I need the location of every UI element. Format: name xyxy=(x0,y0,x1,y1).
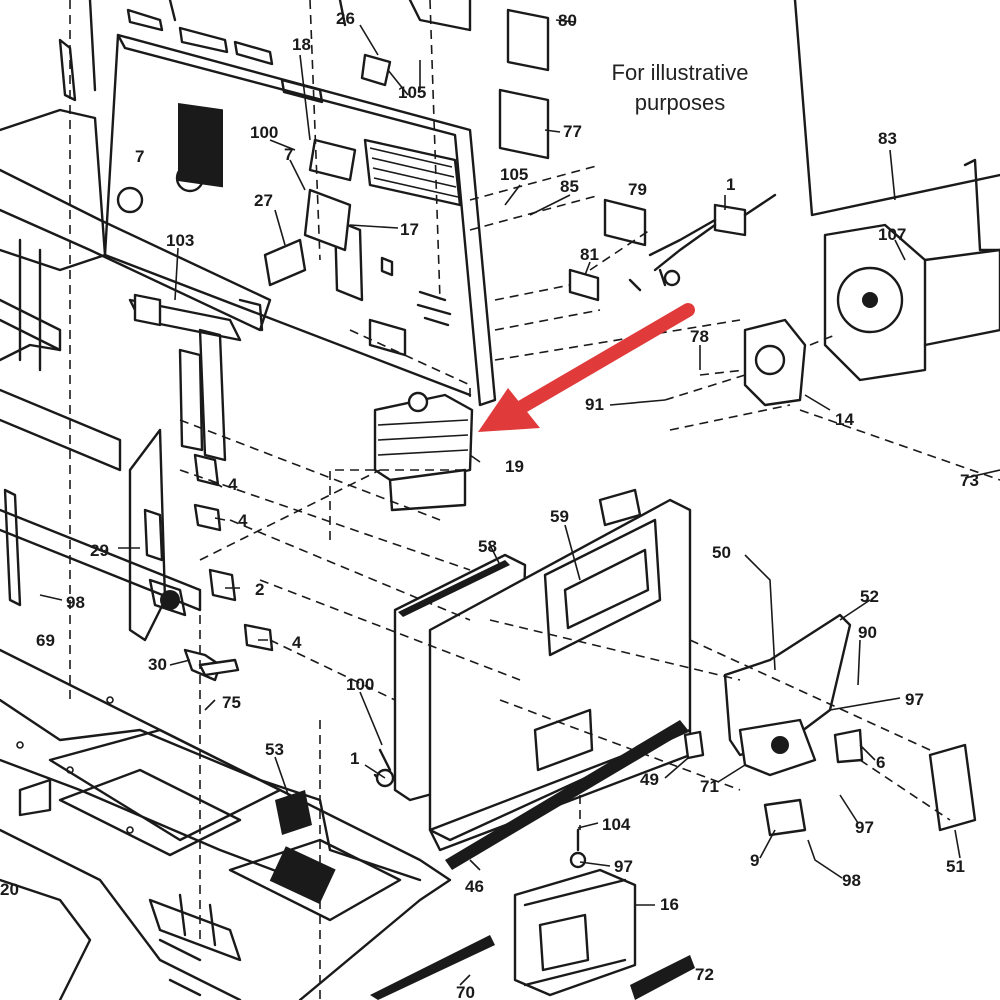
callout-c53: 20 xyxy=(0,880,19,899)
callout-c52: 16 xyxy=(660,895,679,914)
callout-c10: 85 xyxy=(560,177,579,196)
door-assembly xyxy=(393,488,692,852)
callout-c18: 107 xyxy=(878,225,906,244)
callout-c39: 97 xyxy=(905,690,924,709)
callout-c6: 100 xyxy=(250,123,278,142)
callout-c51: 46 xyxy=(465,877,484,896)
callout-c48: 97 xyxy=(614,857,633,876)
callout-c49: 98 xyxy=(842,871,861,890)
callout-c14: 27 xyxy=(254,191,273,210)
callout-c21: 14 xyxy=(835,410,854,429)
callout-c54: 72 xyxy=(695,965,714,984)
callout-c44: 6 xyxy=(876,753,885,772)
callout-c5: 77 xyxy=(563,122,582,141)
callout-c27: 58 xyxy=(478,537,497,556)
caption-line-1: For illustrative xyxy=(611,60,749,85)
caption-line-2: purposes xyxy=(634,90,726,115)
rear-cabinet-outline xyxy=(793,0,1000,252)
switch-parts xyxy=(183,453,274,682)
callout-c30: 2 xyxy=(255,580,264,599)
callout-c45: 97 xyxy=(855,818,874,837)
callout-c1: 80 xyxy=(558,11,577,30)
latch-assembly xyxy=(683,613,977,837)
callout-c43: 71 xyxy=(700,777,719,796)
callout-c35: 4 xyxy=(292,633,302,652)
callout-c47: 9 xyxy=(750,851,759,870)
callout-c12: 1 xyxy=(726,175,735,194)
callout-c37: 100 xyxy=(346,675,374,694)
callout-c25: 4 xyxy=(238,511,248,530)
callout-c16: 103 xyxy=(166,231,194,250)
back-panel xyxy=(103,0,497,407)
callout-labels: 80 26 18 105 77 100 7 7 105 85 79 1 83 2… xyxy=(0,9,979,1000)
callout-c32: 52 xyxy=(860,587,879,606)
callout-c40: 53 xyxy=(265,740,284,759)
callout-c8: 7 xyxy=(135,147,144,166)
callout-c7: 7 xyxy=(284,145,293,164)
callout-c31: 98 xyxy=(66,593,85,612)
callout-c38: 75 xyxy=(222,693,241,712)
leader-lines xyxy=(39,19,1000,986)
arrow-head-icon xyxy=(478,388,540,432)
callout-c11: 79 xyxy=(628,180,647,199)
cavity-frame xyxy=(0,0,272,612)
callout-c29: 50 xyxy=(712,543,731,562)
illustrative-caption: For illustrative purposes xyxy=(560,58,800,118)
harness-and-labels xyxy=(498,8,777,302)
highlight-arrow xyxy=(478,303,695,432)
transformer-and-rails xyxy=(275,720,695,1000)
callout-c19: 78 xyxy=(690,327,709,346)
callout-c33: 69 xyxy=(36,631,55,650)
callout-c3: 18 xyxy=(292,35,311,54)
callout-c17: 81 xyxy=(580,245,599,264)
callout-c26: 29 xyxy=(90,541,109,560)
latch-bracket xyxy=(128,428,187,642)
base-plate xyxy=(0,648,452,1000)
top-small-parts xyxy=(116,53,392,327)
callout-c55: 70 xyxy=(456,983,475,1000)
callout-c15: 17 xyxy=(400,220,419,239)
callout-c2: 26 xyxy=(336,9,355,28)
fan-assembly xyxy=(743,223,1000,407)
callout-c46: 104 xyxy=(602,815,631,834)
callout-c36: 90 xyxy=(858,623,877,642)
assembly-guide-lines xyxy=(69,0,1000,1000)
callout-c4: 105 xyxy=(398,83,426,102)
callout-c41: 1 xyxy=(350,749,359,768)
arrow-icon xyxy=(513,303,695,415)
callout-c9: 105 xyxy=(500,165,528,184)
callout-c20: 91 xyxy=(585,395,604,414)
magnetron-part xyxy=(373,391,474,512)
callout-c34: 30 xyxy=(148,655,167,674)
callout-c13: 83 xyxy=(878,129,897,148)
callout-c24: 4 xyxy=(228,475,238,494)
callout-c22: 19 xyxy=(505,457,524,476)
callout-c42: 49 xyxy=(640,770,659,789)
callout-c23: 73 xyxy=(960,471,979,490)
callout-c28: 59 xyxy=(550,507,569,526)
callout-c50: 51 xyxy=(946,857,965,876)
